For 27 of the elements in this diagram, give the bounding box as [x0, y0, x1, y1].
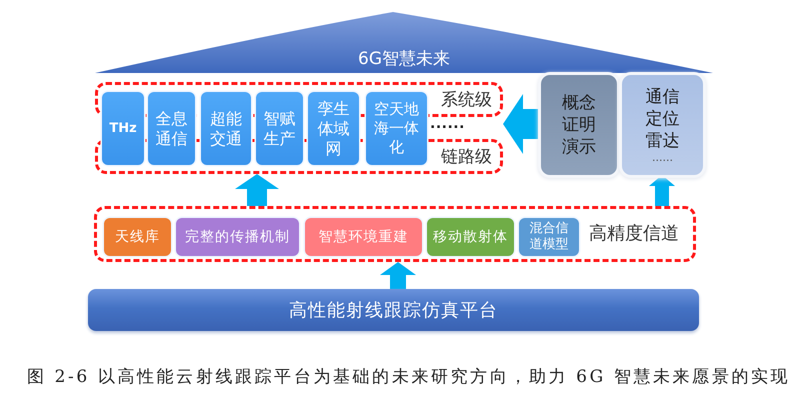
topic-card: 概念证明演示 [541, 75, 617, 175]
topic-tag: 混合信道模型 [519, 218, 579, 256]
platform-bar [88, 289, 699, 331]
block-arrow [235, 174, 279, 206]
topic-tile: 孪生体域网 [308, 92, 359, 165]
topic-tile: 空天地海一体化 [366, 92, 427, 165]
ellipsis-text: ...... [430, 117, 465, 131]
topic-tile: THz [102, 92, 144, 165]
topic-card [622, 75, 703, 175]
banner-title: 6G智慧未来 [358, 49, 450, 69]
roof-banner [95, 12, 713, 73]
topic-tag: 天线库 [104, 218, 171, 256]
platform-title: 高性能射线跟踪仿真平台 [289, 299, 498, 322]
topic-tile: 全息通信 [148, 92, 195, 165]
topic-tag: 智慧环境重建 [305, 218, 422, 256]
topic-tile: 智赋生产 [256, 92, 303, 165]
card-text: 通信定位雷达 [644, 86, 680, 152]
topic-tag: 移动散射体 [427, 218, 514, 256]
block-arrow [649, 175, 675, 206]
topic-tag: 完整的传播机制 [176, 218, 299, 256]
block-arrow [380, 262, 416, 289]
topic-tile: 超能交通 [201, 92, 251, 165]
frame-label: 系统级 [439, 88, 494, 110]
dashed-frame [94, 206, 696, 262]
block-arrow [503, 94, 541, 154]
ellipsis-text: ...... [652, 152, 673, 164]
figure-caption: 图 2-6 以高性能云射线跟踪平台为基础的未来研究方向，助力 6G 智慧未来愿景的实现 [27, 366, 790, 388]
